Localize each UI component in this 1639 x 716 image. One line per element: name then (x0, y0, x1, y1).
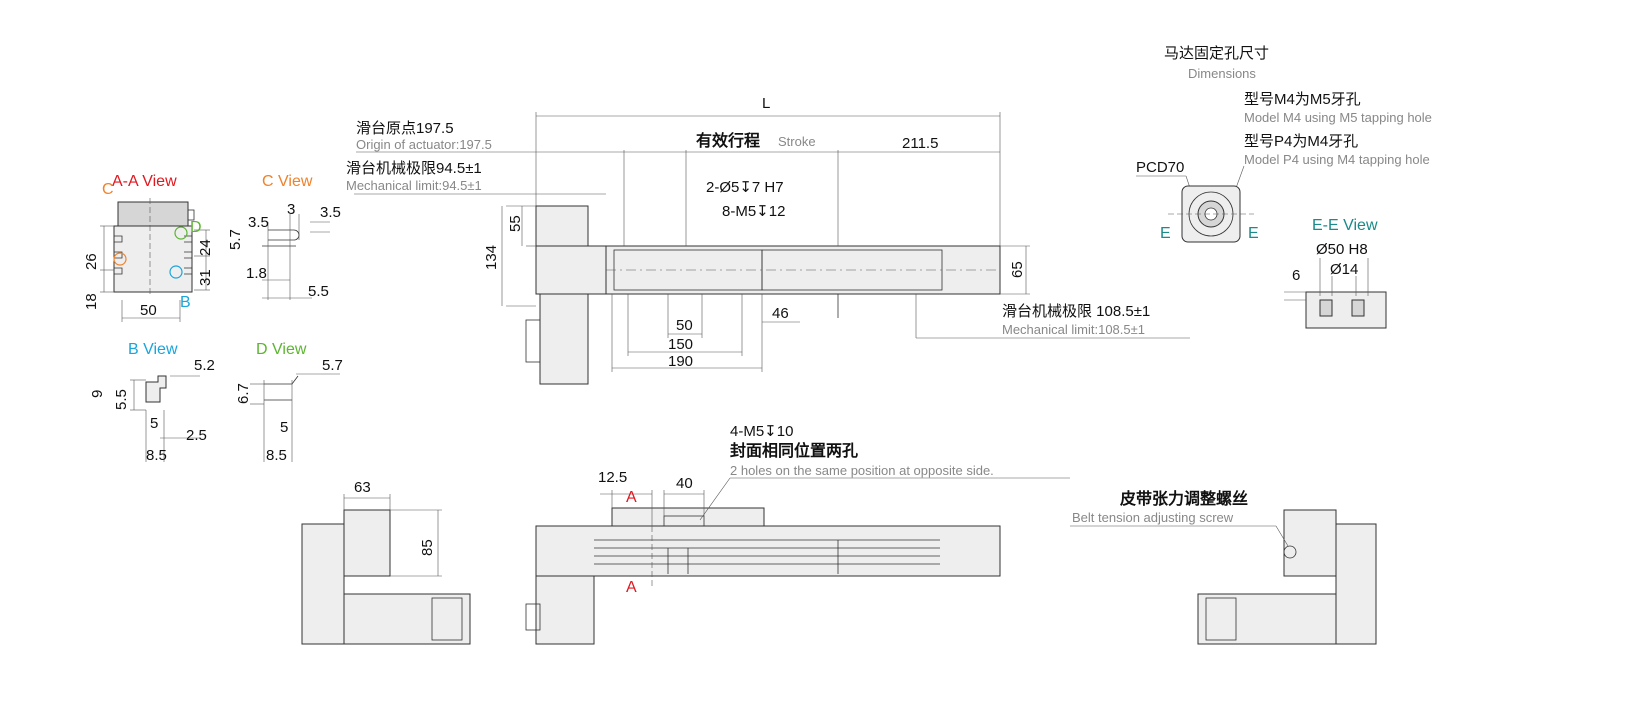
aa-dim-31: 31 (197, 269, 214, 286)
model-p4-en: Model P4 using M4 tapping hole (1244, 152, 1430, 167)
d-view-drawing (250, 373, 340, 462)
main-dim-134: 134 (483, 245, 500, 270)
b-dim-9: 9 (89, 390, 106, 398)
aa-dim-50: 50 (140, 302, 157, 319)
bottom-dim-40: 40 (676, 475, 693, 492)
mech-limit-right-cn: 滑台机械极限 108.5±1 (1002, 303, 1150, 320)
main-dim-50: 50 (676, 317, 693, 334)
c-dim-3-5a: 3.5 (248, 214, 269, 231)
model-p4-cn: 型号P4为M4牙孔 (1244, 133, 1358, 150)
motor-title-en: Dimensions (1188, 66, 1256, 81)
bottom-dim-12-5: 12.5 (598, 469, 627, 486)
marker-d: D (190, 219, 202, 236)
belt-screw-cn: 皮带张力调整螺丝 (1119, 489, 1248, 508)
b-dim-5-2: 5.2 (194, 357, 215, 374)
pcd-label: PCD70 (1136, 159, 1184, 176)
ee-dim-50h8: Ø50 H8 (1316, 241, 1368, 258)
d-dim-5-7: 5.7 (322, 357, 343, 374)
b-view-title: B View (128, 341, 178, 358)
ee-view-drawing (1284, 258, 1387, 329)
main-dim-46: 46 (772, 305, 789, 322)
b-dim-5: 5 (150, 415, 158, 432)
main-dim-190: 190 (668, 353, 693, 370)
origin-label-cn: 滑台原点197.5 (356, 120, 454, 137)
main-dim-55: 55 (507, 215, 524, 232)
main-dim-211-5: 211.5 (902, 135, 938, 152)
ee-dim-6: 6 (1292, 267, 1300, 284)
model-m4-en: Model M4 using M5 tapping hole (1244, 110, 1432, 125)
bottom-right-end-view (1070, 509, 1377, 645)
holes-note-1: 2-Ø5↧7 H7 (706, 179, 784, 196)
aa-dim-18: 18 (83, 293, 100, 310)
holes-note-2: 8-M5↧12 (722, 203, 785, 220)
bottom-side-view (525, 477, 1070, 645)
d-dim-8-5: 8.5 (266, 447, 287, 464)
b-dim-5-5: 5.5 (113, 389, 130, 410)
marker-e-left: E (1160, 225, 1171, 242)
main-dim-L: L (762, 95, 770, 112)
main-dim-150: 150 (668, 336, 693, 353)
belt-screw-en: Belt tension adjusting screw (1072, 510, 1234, 525)
marker-c: C (102, 181, 114, 198)
aa-dim-26: 26 (83, 253, 100, 270)
ee-view-title: E-E View (1312, 217, 1378, 234)
motor-flange-drawing (1136, 165, 1254, 243)
model-m4-cn: 型号M4为M5牙孔 (1244, 91, 1361, 108)
mech-limit-left-en: Mechanical limit:94.5±1 (346, 178, 482, 193)
b-view-drawing (130, 375, 200, 462)
c-dim-5-5: 5.5 (308, 283, 329, 300)
b-dim-2-5: 2.5 (186, 427, 207, 444)
c-view-title: C View (262, 173, 313, 190)
bottom-holes-note-en: 2 holes on the same position at opposite… (730, 463, 994, 478)
bottom-holes-note-cn: 封面相同位置两孔 (730, 441, 858, 460)
main-top-drawing (354, 112, 1190, 385)
stroke-label-cn: 有效行程 (696, 131, 760, 150)
mech-limit-left-cn: 滑台机械极限94.5±1 (346, 160, 482, 177)
c-view-drawing (262, 214, 330, 300)
aa-dim-24: 24 (197, 239, 214, 256)
bottom-dim-85: 85 (419, 539, 436, 556)
bottom-left-end-view (301, 494, 471, 645)
main-dim-65: 65 (1009, 261, 1026, 278)
motor-title-cn: 马达固定孔尺寸 (1164, 45, 1269, 62)
bottom-dim-63: 63 (354, 479, 371, 496)
d-dim-6-7: 6.7 (235, 383, 252, 404)
bottom-holes-note: 4-M5↧10 (730, 423, 793, 440)
aa-view-drawing (100, 198, 210, 322)
aa-view-title: A-A View (112, 173, 177, 190)
d-view-title: D View (256, 341, 307, 358)
c-dim-1-8: 1.8 (246, 265, 267, 282)
section-marker-a-bottom: A (626, 579, 637, 596)
ee-dim-14: Ø14 (1330, 261, 1358, 278)
d-dim-5: 5 (280, 419, 288, 436)
mech-limit-right-en: Mechanical limit:108.5±1 (1002, 322, 1145, 337)
marker-e-right: E (1248, 225, 1259, 242)
marker-b: B (180, 294, 191, 311)
c-dim-5-7: 5.7 (227, 229, 244, 250)
stroke-label-en: Stroke (778, 134, 816, 149)
c-dim-3: 3 (287, 201, 295, 218)
origin-label-en: Origin of actuator:197.5 (356, 137, 492, 152)
c-dim-3-5b: 3.5 (320, 204, 341, 221)
b-dim-8-5: 8.5 (146, 447, 167, 464)
section-marker-a-top: A (626, 489, 637, 506)
